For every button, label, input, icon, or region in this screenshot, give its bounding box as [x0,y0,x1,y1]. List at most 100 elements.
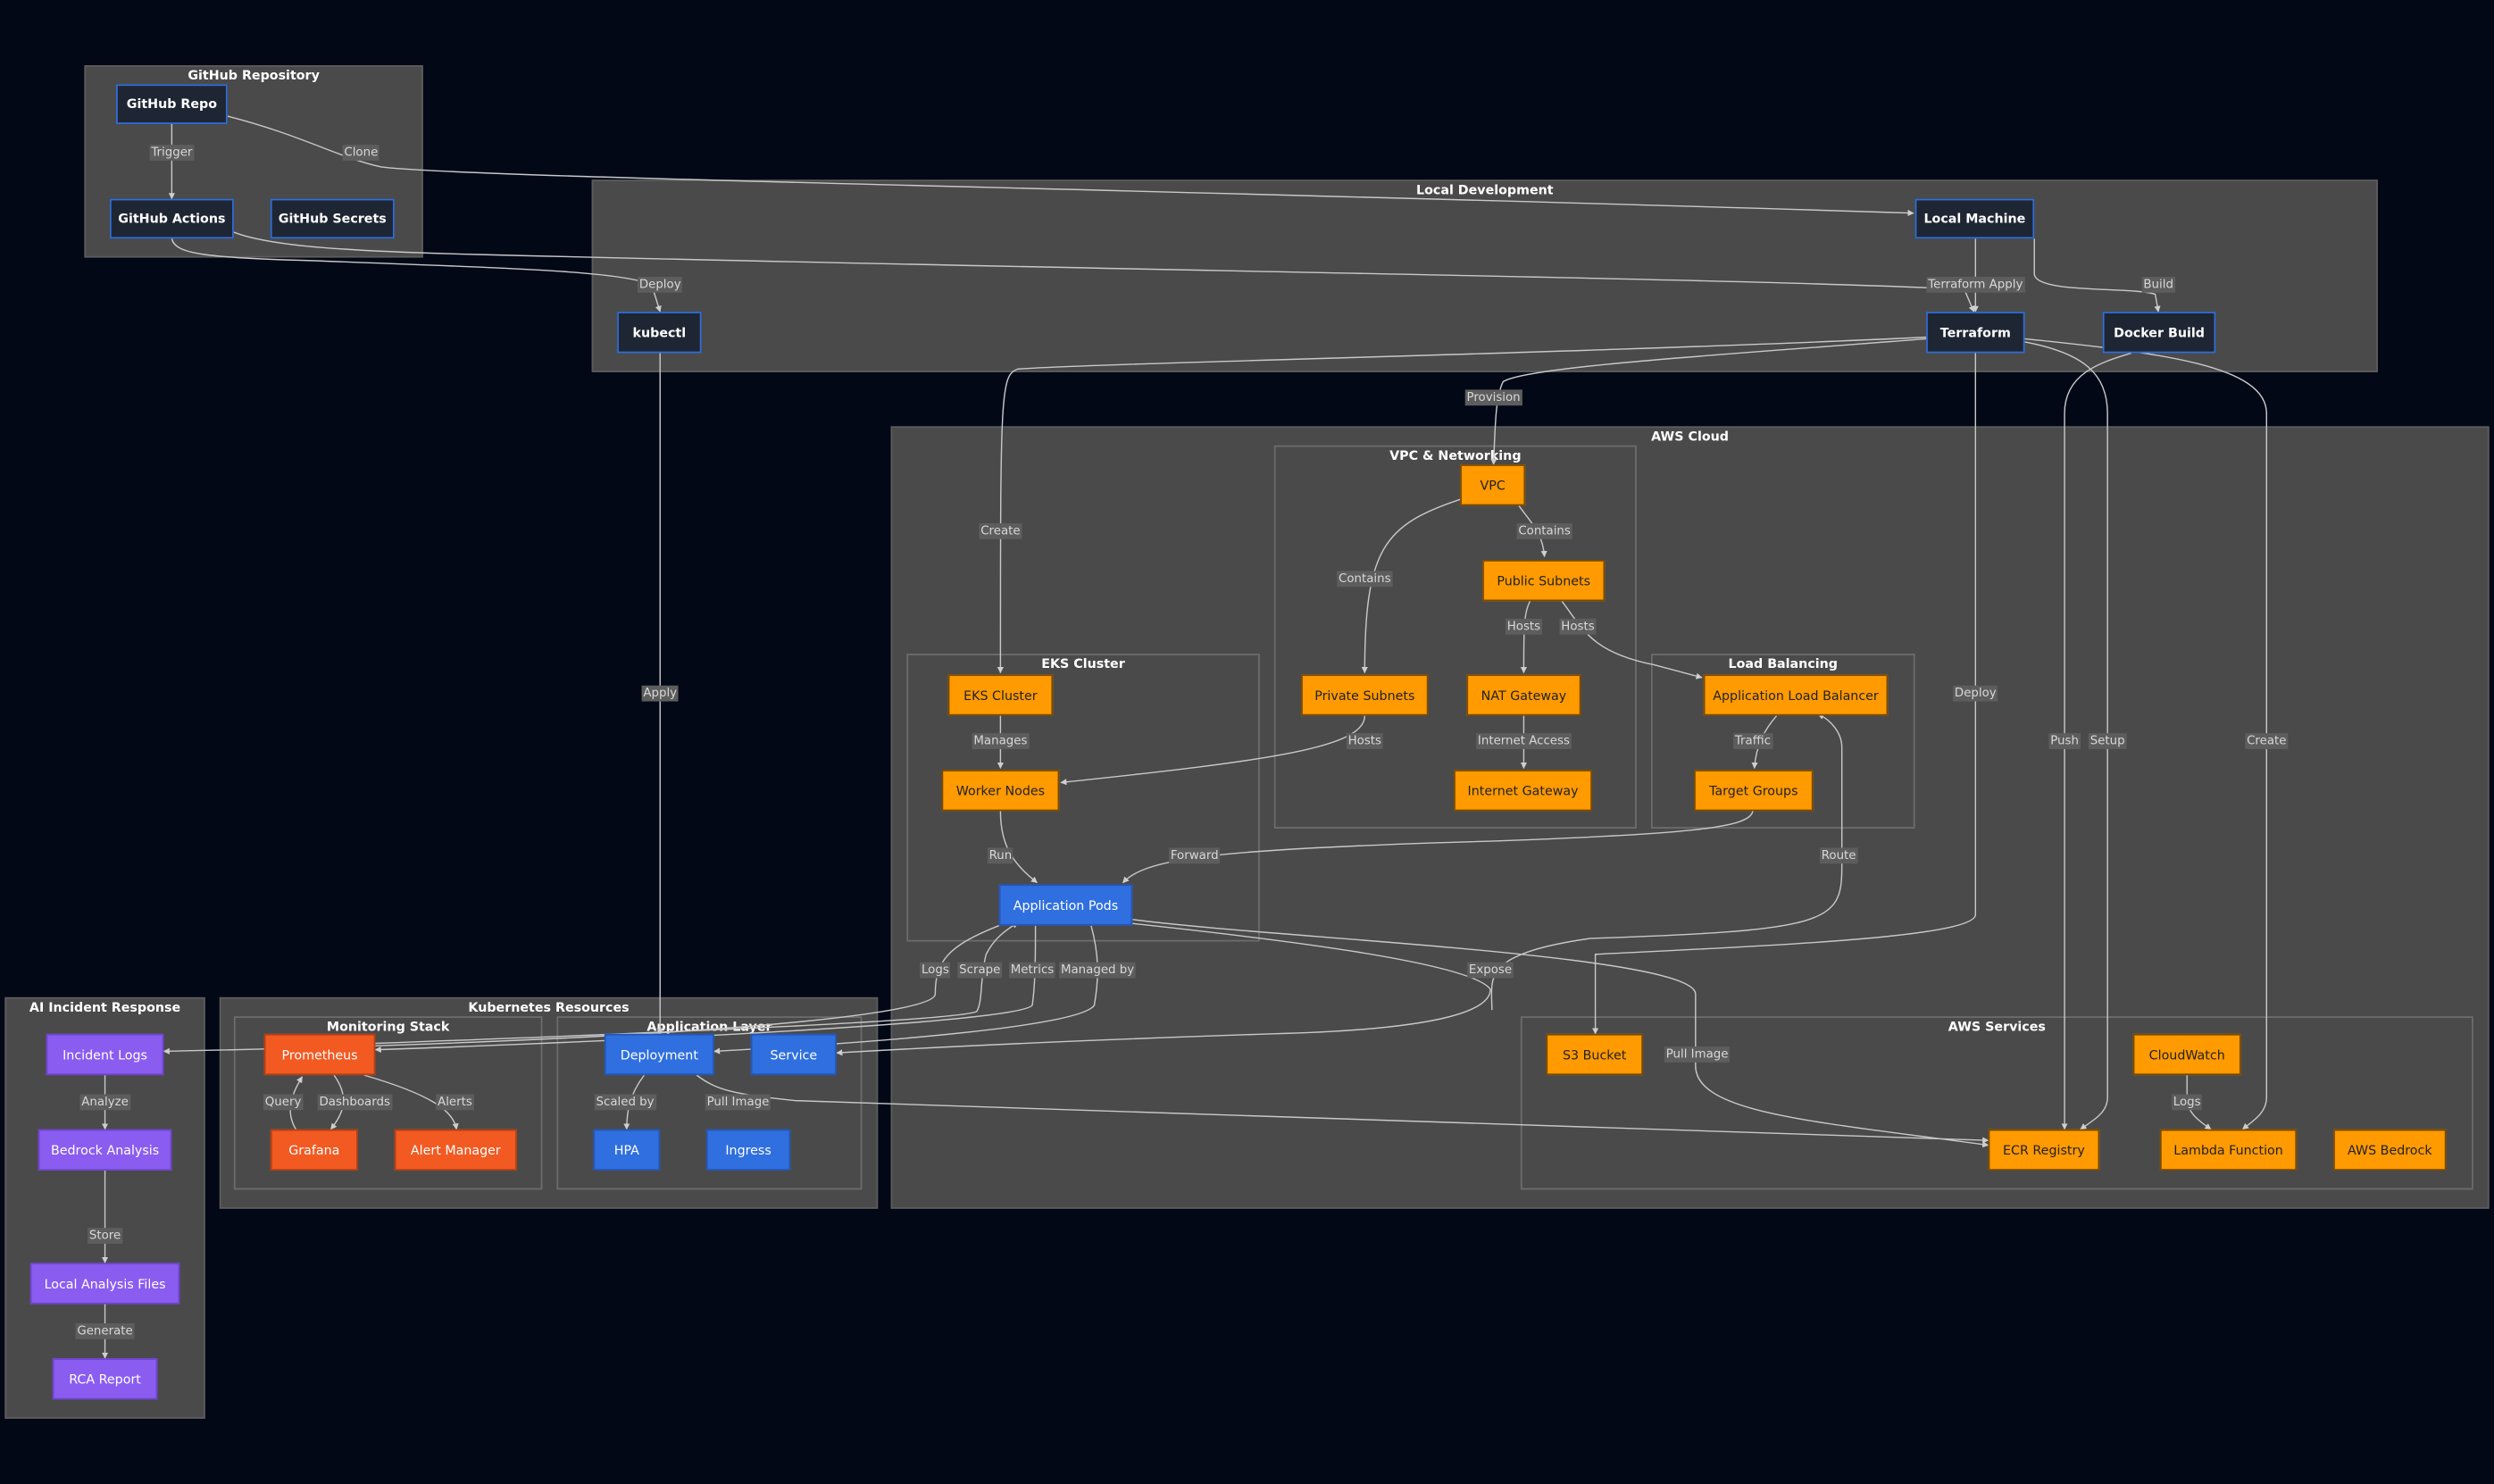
edge-label-apply: Apply [641,685,679,702]
node-lambda-function[interactable]: Lambda Function [2159,1129,2298,1171]
node-public-subnets[interactable]: Public Subnets [1482,560,1606,602]
edge-deploy-kubectl [171,238,662,313]
edge-label-internet-access: Internet Access [1476,733,1572,749]
edge-label-logs-pods: Logs [920,962,951,979]
edge-label-contains-public: Contains [1516,523,1572,539]
edge-label-push: Push [2048,733,2081,749]
node-target-groups[interactable]: Target Groups [1694,770,1814,812]
edge-label-pull-image-deploy: Pull Image [705,1094,772,1111]
edge-label-provision: Provision [1464,389,1522,406]
node-vpc[interactable]: VPC [1460,464,1526,506]
node-ecr-registry[interactable]: ECR Registry [1988,1129,2100,1171]
node-s3-bucket[interactable]: S3 Bucket [1546,1033,1644,1076]
edge-label-deploy-kubectl: Deploy [638,276,683,293]
node-kubectl[interactable]: kubectl [617,312,702,354]
group-title: Monitoring Stack [326,1019,450,1034]
edge-pull-image-deploy [696,1074,1989,1144]
node-rca-report[interactable]: RCA Report [52,1358,158,1400]
edge-label-traffic: Traffic [1733,733,1772,749]
node-hpa[interactable]: HPA [593,1129,661,1171]
edge-clone [227,115,1914,217]
group-title: VPC & Networking [1389,448,1522,463]
edge-label-dashboards: Dashboards [317,1094,392,1111]
edge-forward [1122,811,1754,884]
node-incident-logs[interactable]: Incident Logs [46,1033,164,1076]
node-bedrock-analysis[interactable]: Bedrock Analysis [38,1129,172,1171]
node-worker-nodes[interactable]: Worker Nodes [941,770,1060,812]
node-terraform[interactable]: Terraform [1926,312,2025,354]
edge-metrics [374,925,1037,1053]
edge-label-run: Run [987,847,1014,864]
edge-label-hosts-nat: Hosts [1505,618,1542,635]
edge-label-expose: Expose [1467,962,1514,979]
edge-label-setup: Setup [2088,733,2127,749]
edge-label-hosts-workers: Hosts [1346,733,1383,749]
edge-label-generate: Generate [75,1323,135,1339]
edge-label-scrape: Scrape [957,962,1003,979]
edge-label-create-eks: Create [979,523,1022,539]
edge-label-forward: Forward [1169,847,1221,864]
edge-label-metrics: Metrics [1008,962,1056,979]
node-grafana[interactable]: Grafana [270,1129,358,1171]
node-github-actions[interactable]: GitHub Actions [109,198,234,239]
edge-label-hosts-alb: Hosts [1559,618,1597,635]
group-title: Application Layer [646,1019,772,1034]
node-aws-bedrock[interactable]: AWS Bedrock [2333,1129,2447,1171]
edge-label-contains-private: Contains [1337,571,1393,588]
node-docker-build[interactable]: Docker Build [2102,312,2216,354]
node-private-subnets[interactable]: Private Subnets [1301,674,1429,716]
edge-label-route: Route [1819,847,1858,864]
node-prometheus[interactable]: Prometheus [263,1033,376,1076]
group-title: Load Balancing [1728,656,1839,671]
node-service[interactable]: Service [750,1033,837,1076]
edge-terraform-apply [233,231,1975,313]
edge-create-eks [997,336,1927,674]
node-local-analysis-files[interactable]: Local Analysis Files [29,1263,180,1305]
node-deployment[interactable]: Deployment [604,1033,714,1076]
edge-hosts-nat [1520,600,1531,674]
edge-contains-private [1361,498,1461,674]
edge-label-deploy-s3: Deploy [1953,685,1998,702]
node-eks-cluster[interactable]: EKS Cluster [947,674,1054,716]
node-local-machine[interactable]: Local Machine [1914,198,2035,239]
group-vpc-networking: VPC & Networking [1273,445,1637,830]
edge-hosts-alb [1561,600,1703,679]
group-title: Kubernetes Resources [468,1000,630,1015]
node-github-repo[interactable]: GitHub Repo [116,84,228,124]
edge-label-trigger: Trigger [149,145,195,161]
edge-build [2033,238,2161,313]
edge-label-query: Query [263,1094,304,1111]
node-alert-manager[interactable]: Alert Manager [394,1129,517,1171]
node-cloudwatch[interactable]: CloudWatch [2132,1033,2241,1076]
node-application-load-balancer[interactable]: Application Load Balancer [1703,674,1889,716]
group-title: AWS Cloud [1651,429,1729,444]
edge-label-scaled-by: Scaled by [594,1094,656,1111]
edge-label-create-lambda: Create [2245,733,2289,749]
node-nat-gateway[interactable]: NAT Gateway [1466,674,1581,716]
edge-pull-image-ecr [1130,918,1989,1148]
node-application-pods[interactable]: Application Pods [998,884,1133,926]
edge-label-analyze: Analyze [79,1094,130,1111]
group-title: EKS Cluster [1041,656,1125,671]
edge-expose [836,921,1491,1056]
edge-deploy-s3 [1592,353,1977,1035]
node-github-secrets[interactable]: GitHub Secrets [270,198,395,239]
edge-label-pull-image-ecr: Pull Image [1664,1046,1731,1063]
edge-setup [2024,341,2108,1130]
group-title: AI Incident Response [29,1000,181,1015]
group-title: Local Development [1416,182,1554,197]
edge-alerts [363,1074,459,1130]
edge-label-clone: Clone [342,145,380,161]
node-ingress[interactable]: Ingress [705,1129,791,1171]
edge-label-store: Store [88,1228,123,1244]
edge-label-build: Build [2141,276,2175,293]
group-local-development: Local Development [591,179,2378,372]
group-title: AWS Services [1948,1019,2046,1034]
edge-label-managed-by: Managed by [1059,962,1136,979]
node-internet-gateway[interactable]: Internet Gateway [1454,770,1593,812]
edge-provision [1490,338,1927,465]
edge-hosts-workers [1060,715,1366,786]
edge-logs-pods [163,925,999,1055]
edge-scrape [375,921,1019,1045]
